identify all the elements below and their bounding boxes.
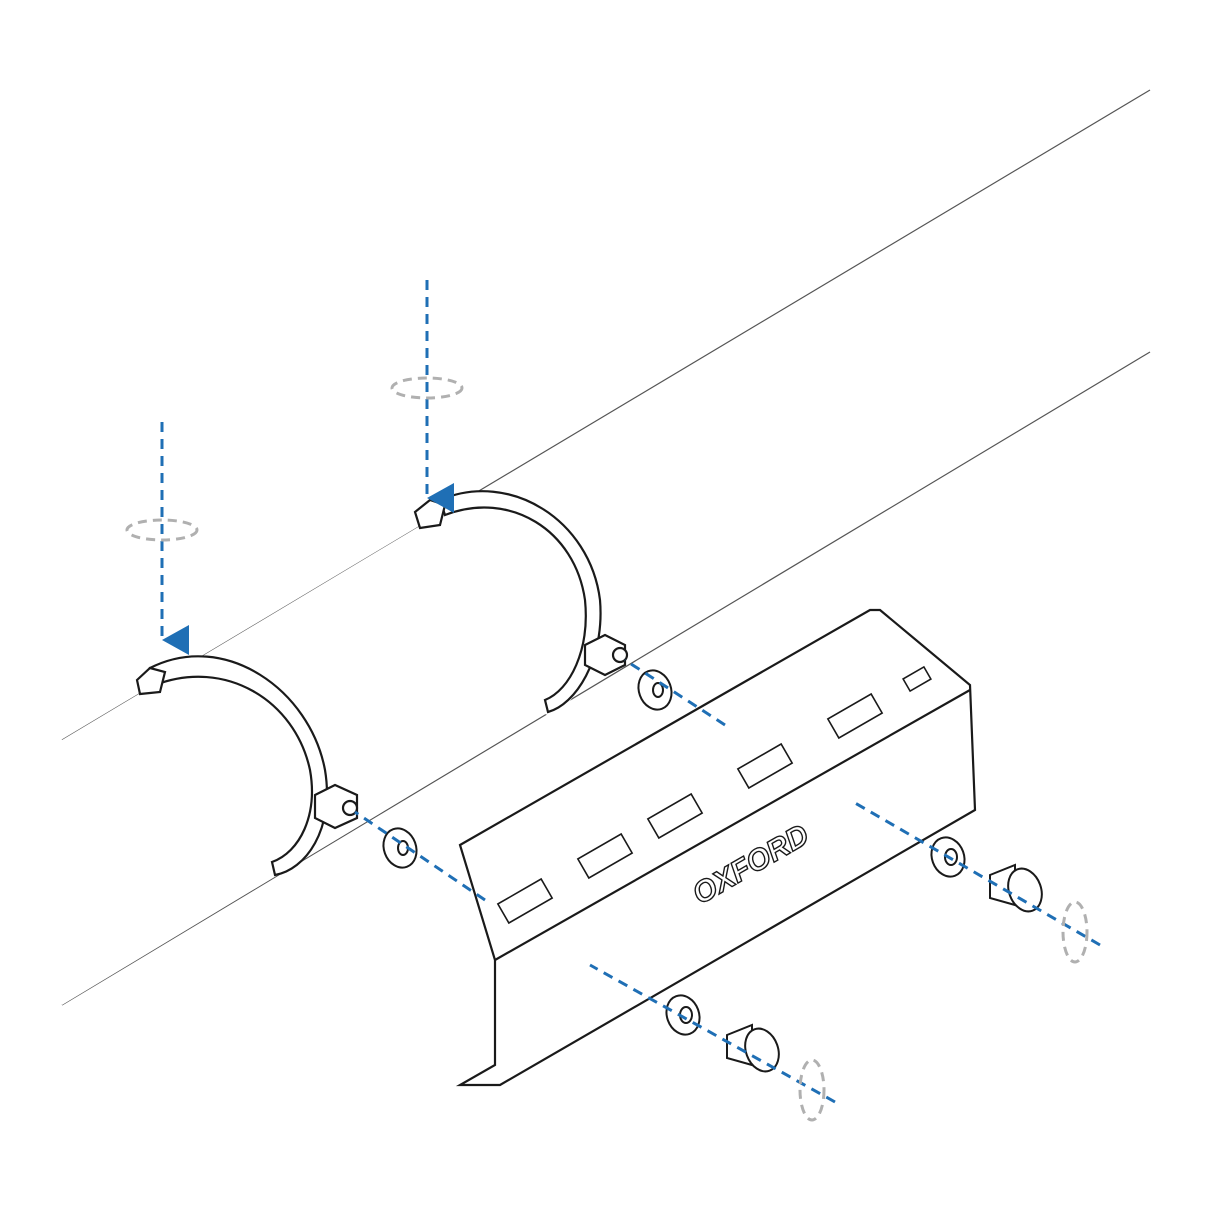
bolt-1 [989,863,1043,913]
pipe-section [62,500,590,1005]
assembly-arrows [160,280,1101,1104]
shield-slots [496,665,932,925]
rotate-icon [798,1058,826,1122]
clamp-right [413,490,629,714]
rotate-icon [1061,900,1089,964]
clamp-left [135,655,359,877]
bolts [726,863,1043,1073]
rotate-icon [390,376,464,400]
rotation-hints [125,376,1089,1122]
heat-shield: OXFORD [455,608,977,1087]
washer-4 [665,994,701,1036]
rotate-icon [125,518,199,542]
bolt-2 [726,1023,780,1073]
washer-1 [637,669,673,711]
